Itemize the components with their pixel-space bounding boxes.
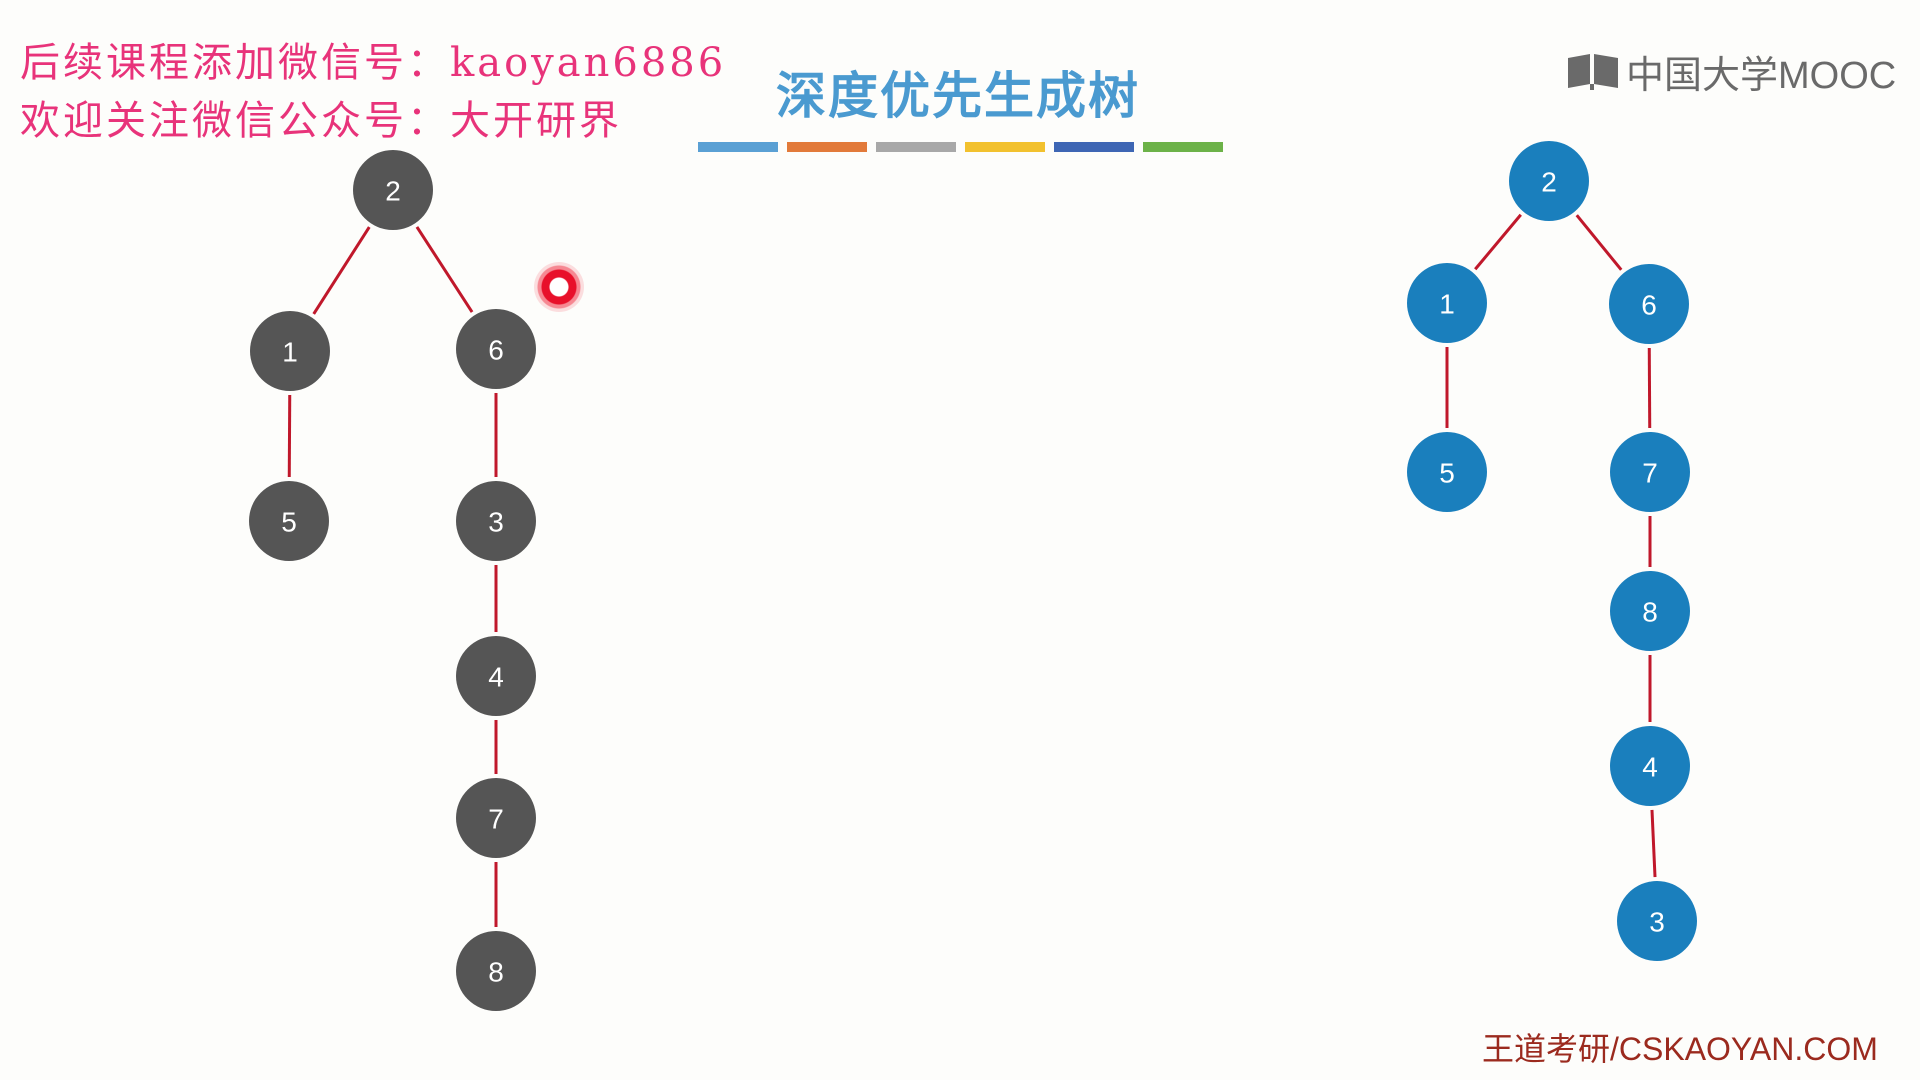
color-bar-segment — [1054, 142, 1134, 152]
left-node-label-7: 7 — [488, 804, 504, 835]
watermark-wechat-id: 后续课程添加微信号：kaoyan6886 — [20, 40, 727, 86]
left-node-1 — [250, 311, 330, 391]
left-node-2 — [353, 150, 433, 230]
right-edge-2-6 — [1575, 214, 1623, 271]
left-spanning-tree: 2 1 6 5 3 4 7 8 — [249, 150, 536, 1011]
laser-pointer-cursor — [534, 262, 584, 312]
color-bar-segment — [965, 142, 1045, 152]
right-node-label-1: 1 — [1439, 289, 1455, 320]
right-node-label-3: 3 — [1649, 907, 1665, 938]
footer-credit: 王道考研/CSKAOYAN.COM — [1482, 1031, 1878, 1067]
left-node-8 — [456, 931, 536, 1011]
left-node-label-4: 4 — [488, 662, 504, 693]
left-node-5 — [249, 481, 329, 561]
right-node-7 — [1610, 432, 1690, 512]
color-bar-segment — [1143, 142, 1223, 152]
right-node-1 — [1407, 263, 1487, 343]
right-node-label-8: 8 — [1642, 597, 1658, 628]
left-node-label-8: 8 — [488, 957, 504, 988]
book-icon — [1568, 53, 1618, 90]
right-edge-4-3 — [1650, 809, 1657, 878]
left-edge-2-6 — [415, 226, 474, 313]
color-bar-segment — [787, 142, 867, 152]
left-node-7 — [456, 778, 536, 858]
color-bar-segment — [698, 142, 778, 152]
left-node-label-5: 5 — [281, 507, 297, 538]
right-node-label-2: 2 — [1541, 167, 1557, 198]
right-node-5 — [1407, 432, 1487, 512]
mooc-logo: 中国大学MOOC — [1566, 44, 1896, 99]
right-node-8 — [1610, 571, 1690, 651]
right-node-label-5: 5 — [1439, 458, 1455, 489]
left-node-4 — [456, 636, 536, 716]
left-node-label-3: 3 — [488, 507, 504, 538]
right-node-label-4: 4 — [1642, 752, 1658, 783]
left-edge-2-1 — [312, 226, 371, 315]
color-bar-segment — [876, 142, 956, 152]
right-node-label-6: 6 — [1641, 290, 1657, 321]
right-spanning-tree: 2 1 6 5 7 8 4 3 — [1407, 141, 1697, 961]
right-node-label-7: 7 — [1642, 458, 1658, 489]
watermark-wechat-account: 欢迎关注微信公众号：大开研界 — [20, 98, 622, 144]
right-node-3 — [1617, 881, 1697, 961]
left-node-label-1: 1 — [282, 337, 298, 368]
right-edge-2-1 — [1474, 213, 1522, 271]
left-node-3 — [456, 481, 536, 561]
title-color-bar — [698, 142, 1223, 152]
right-node-4 — [1610, 726, 1690, 806]
left-node-label-2: 2 — [385, 176, 401, 207]
right-node-2 — [1509, 141, 1589, 221]
left-node-label-6: 6 — [488, 335, 504, 366]
right-node-6 — [1609, 264, 1689, 344]
left-node-6 — [456, 309, 536, 389]
slide-title: 深度优先生成树 — [776, 67, 1140, 125]
mooc-logo-text: 中国大学MOOC — [1626, 55, 1897, 97]
